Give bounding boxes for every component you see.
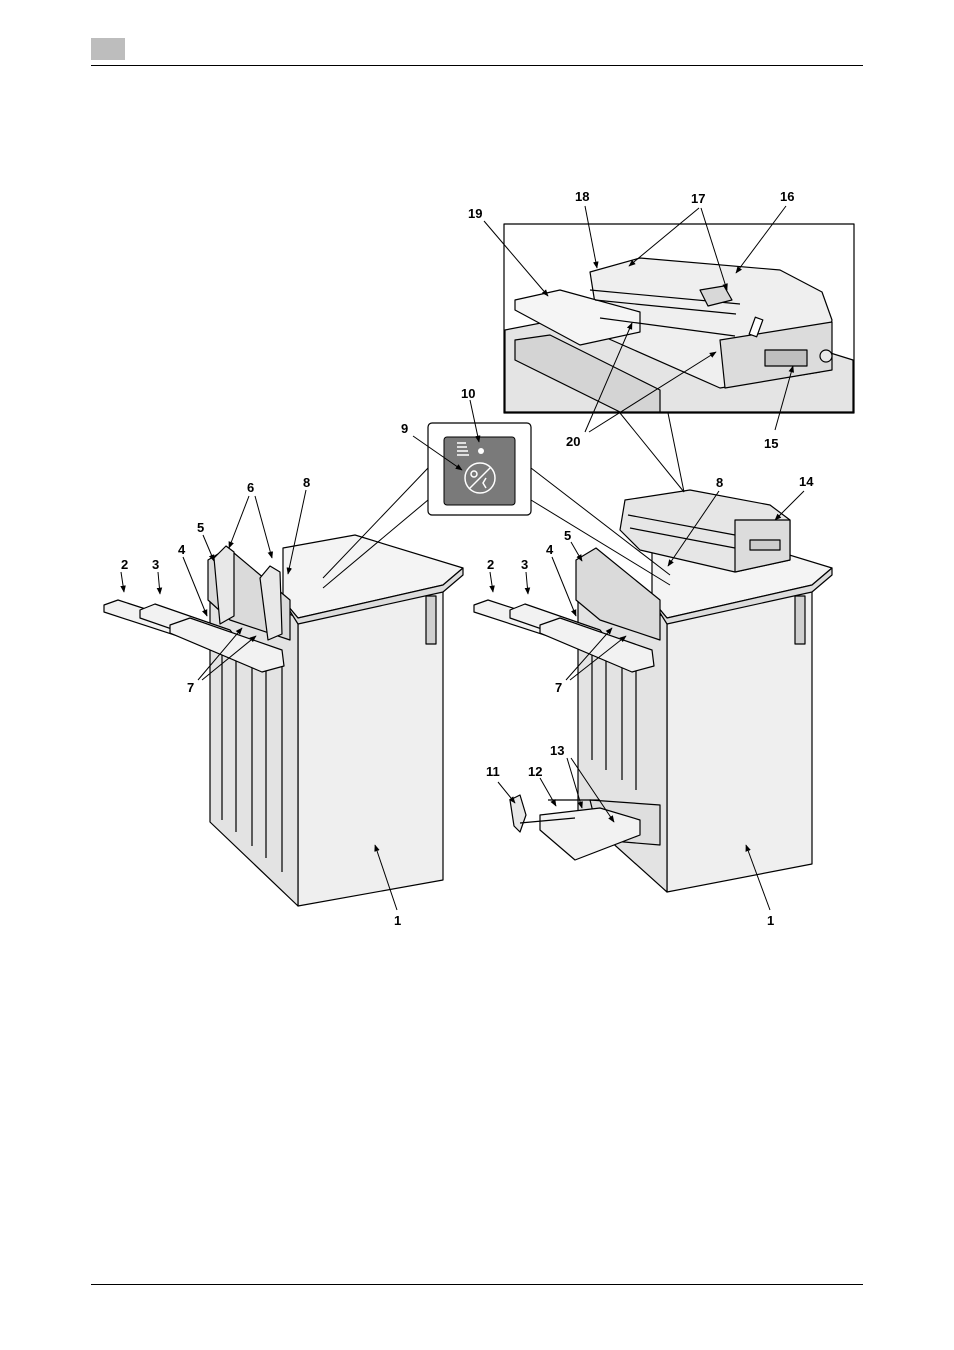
callout-18: 18 xyxy=(575,189,589,204)
callout-3-right: 3 xyxy=(521,557,528,572)
callout-14: 14 xyxy=(799,474,814,489)
callout-10: 10 xyxy=(461,386,475,401)
callout-2-right: 2 xyxy=(487,557,494,572)
callout-19: 19 xyxy=(468,206,482,221)
callout-5-left: 5 xyxy=(197,520,204,535)
callout-3-left: 3 xyxy=(152,557,159,572)
callout-4-left: 4 xyxy=(178,542,186,557)
callout-4-right: 4 xyxy=(546,542,554,557)
callout-1-right: 1 xyxy=(767,913,774,928)
callout-7-left: 7 xyxy=(187,680,194,695)
callout-9: 9 xyxy=(401,421,408,436)
callout-15: 15 xyxy=(764,436,778,451)
callout-7-right: 7 xyxy=(555,680,562,695)
indicator-led-icon xyxy=(478,448,484,454)
callout-20: 20 xyxy=(566,434,580,449)
callout-17: 17 xyxy=(691,191,705,206)
callout-16: 16 xyxy=(780,189,794,204)
callout-6-left: 6 xyxy=(247,480,254,495)
callout-2-left: 2 xyxy=(121,557,128,572)
callout-12: 12 xyxy=(528,764,542,779)
callout-8-right: 8 xyxy=(716,475,723,490)
callout-1-left: 1 xyxy=(394,913,401,928)
callout-8-left: 8 xyxy=(303,475,310,490)
right-finisher xyxy=(474,490,832,892)
callout-11: 11 xyxy=(486,764,500,779)
saddle-unit-inset xyxy=(504,224,854,492)
callout-5-right: 5 xyxy=(564,528,571,543)
callout-13: 13 xyxy=(550,743,564,758)
left-finisher xyxy=(104,535,463,906)
